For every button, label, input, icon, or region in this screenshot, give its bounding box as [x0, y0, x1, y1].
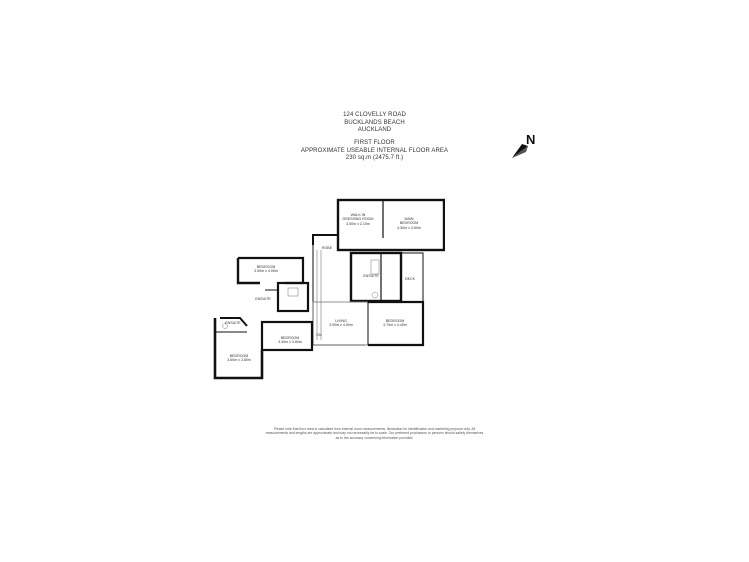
stair-dn-label: DN	[316, 333, 322, 337]
room-living: LIVING 3.90m x 4.90m	[329, 319, 353, 328]
room-main-bedroom: MAIN BEDROOM 4.30m x 3.80m	[397, 217, 421, 230]
area-label: APPROXIMATE USEABLE INTERNAL FLOOR AREA	[300, 147, 449, 154]
address-line-3: AUCKLAND	[357, 127, 392, 133]
room-robe: ROBE	[321, 246, 333, 250]
room-bedroom-nw: BEDROOM 3.90m x 4.00m	[254, 265, 278, 274]
room-deck: DECK	[405, 277, 415, 281]
floor-area-info: FIRST FLOOR APPROXIMATE USEABLE INTERNAL…	[0, 140, 749, 163]
room-ensuite-sw: ENSUITE	[225, 321, 241, 325]
room-bedroom-mid: BEDROOM 3.40m x 3.80m	[278, 336, 302, 345]
room-ensuite-mid: ENSUITE	[255, 297, 271, 301]
disclaimer-line-1: Please note that floor area is calculate…	[273, 427, 476, 431]
address-line-2: BUCKLANDS BEACH	[344, 119, 405, 126]
room-walk-in-dressing: WALK IN DRESSING ROOM 3.50m x 2.15m	[342, 213, 374, 226]
north-letter: N	[526, 132, 536, 147]
room-ensuite-main: ENSUITE	[363, 274, 379, 278]
disclaimer-line-2: measurements and lengths are approximate…	[265, 431, 484, 436]
floor-plan-walls	[213, 198, 445, 380]
floor-plan: WALK IN DRESSING ROOM 3.50m x 2.15m MAIN…	[205, 190, 445, 390]
property-address: 124 CLOVELLY ROAD BUCKLANDS BEACH AUCKLA…	[0, 112, 749, 135]
area-value: 230 sq.m (2475.7 ft.)	[345, 155, 404, 161]
address-line-1: 124 CLOVELLY ROAD	[343, 112, 406, 118]
room-bedroom-se: BEDROOM 3.70m x 4.40m	[383, 319, 407, 328]
disclaimer: Please note that floor area is calculate…	[222, 427, 527, 440]
floor-name: FIRST FLOOR	[354, 140, 395, 146]
disclaimer-line-3: as to the accuracy concerning informatio…	[335, 435, 414, 440]
room-bedroom-sw: BEDROOM 3.60m x 3.80m	[227, 354, 251, 363]
north-arrow-icon	[512, 144, 528, 158]
